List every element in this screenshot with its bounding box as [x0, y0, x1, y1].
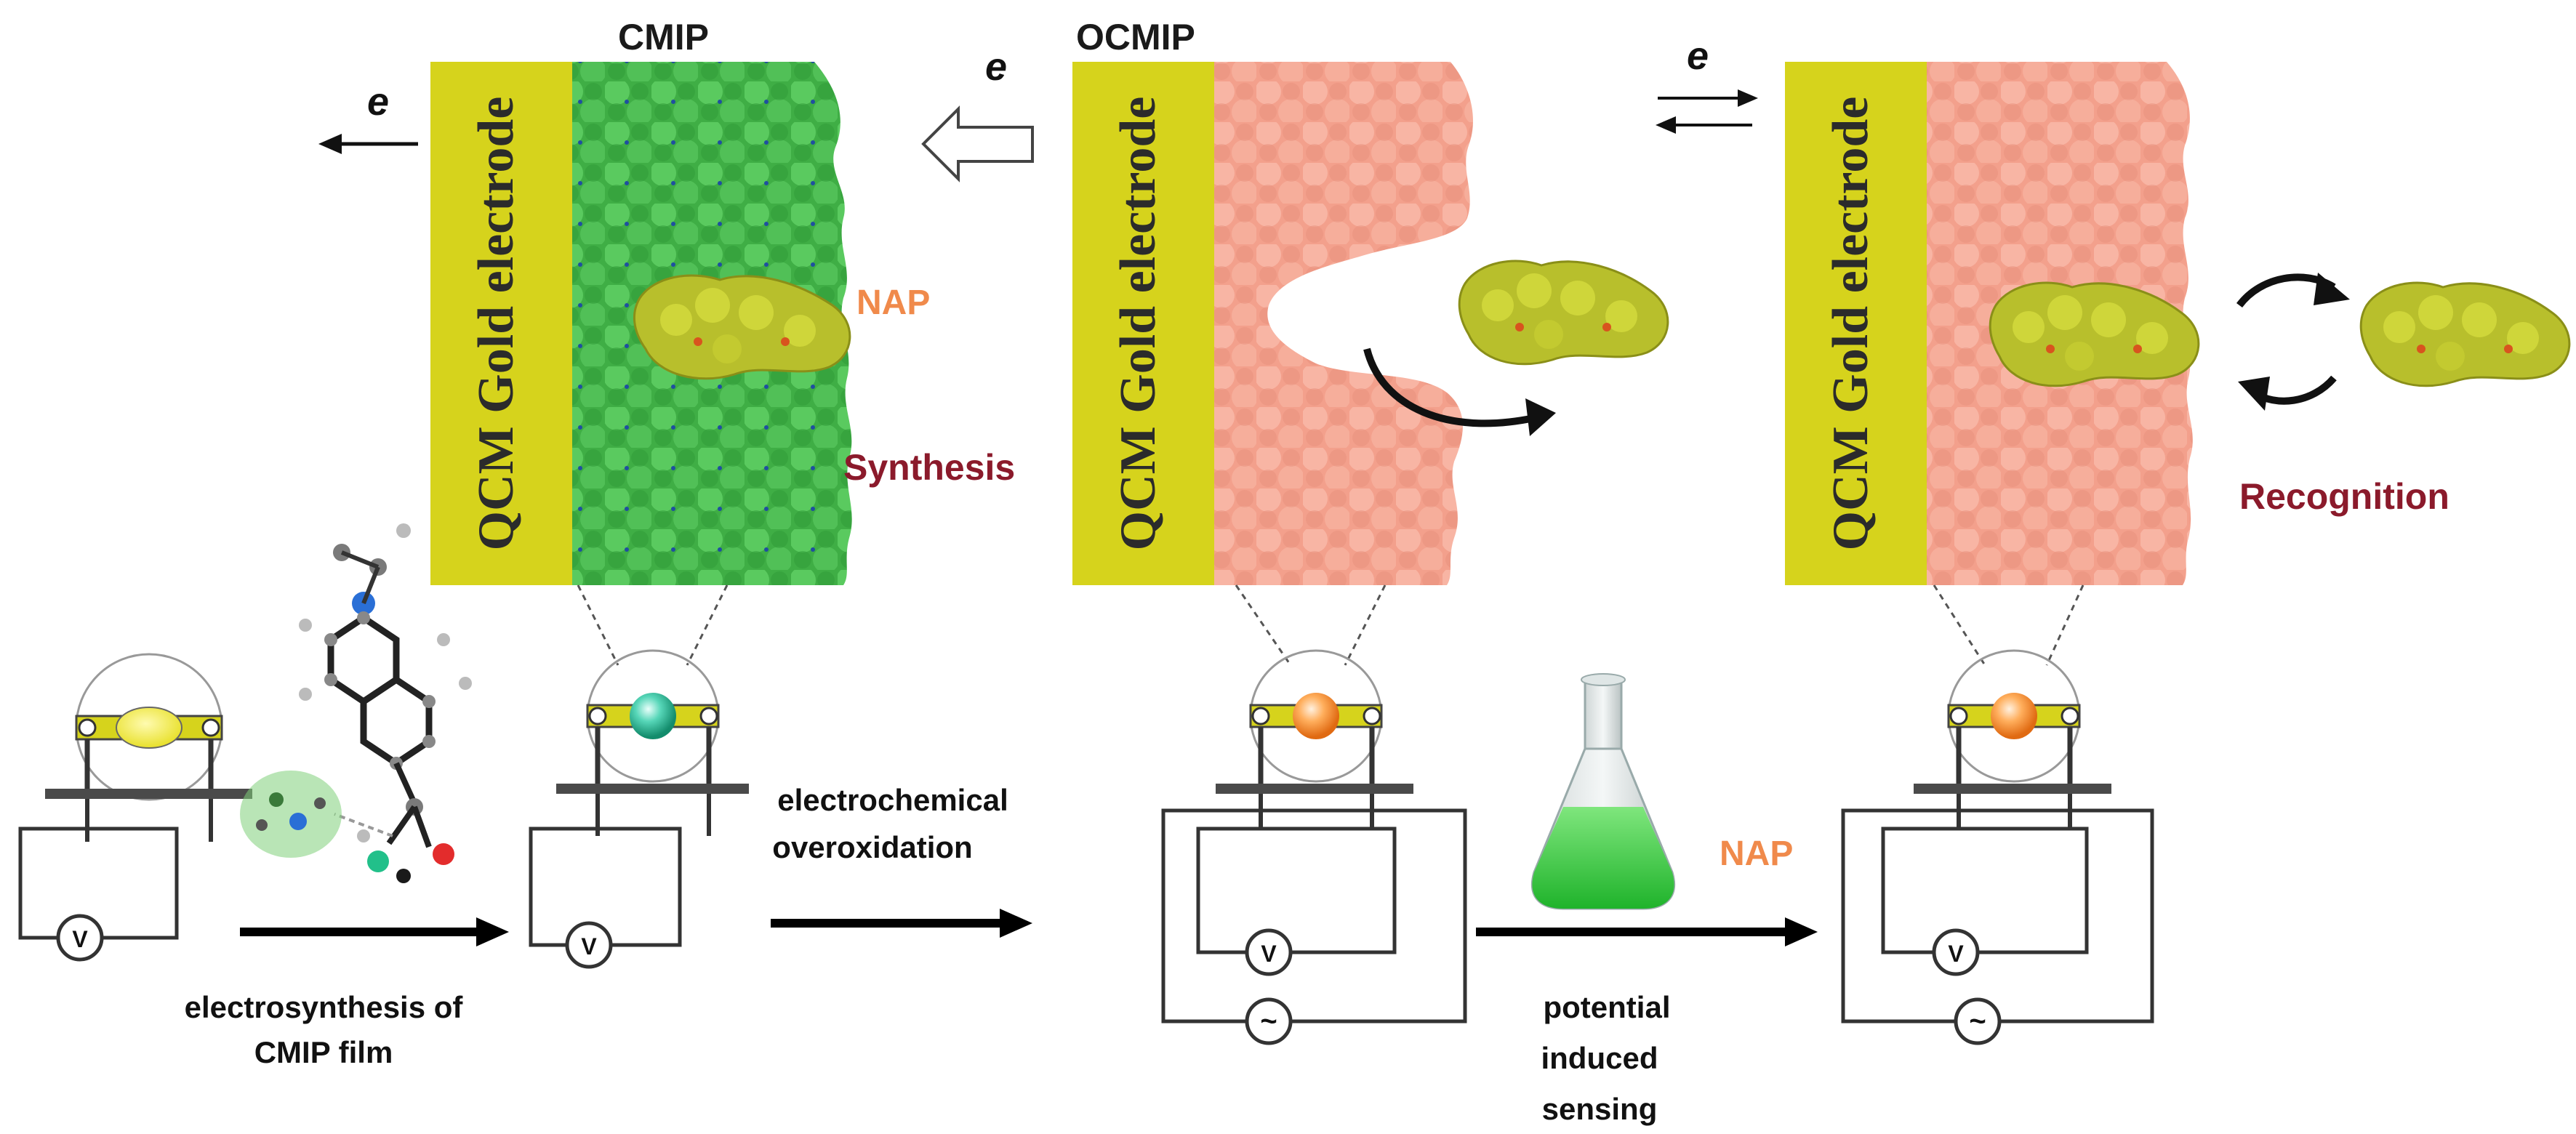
step-arrow-2: electrochemical overoxidation	[771, 783, 1032, 938]
step-arrow-1: electrosynthesis of CMIP film	[185, 917, 509, 1069]
recognition-electrode	[1785, 62, 1927, 585]
electron-label-2: e	[985, 45, 1007, 89]
apparatus-ocmip: V ~	[1161, 584, 1467, 1045]
hollow-arrow: e	[921, 45, 1034, 182]
nap-molecule-free	[2359, 281, 2571, 387]
sensing-label-2: induced	[1541, 1041, 1658, 1075]
ocmip-panel: QCM Gold electrode OCMIP	[1072, 17, 1669, 585]
nap-flask	[1530, 673, 1676, 910]
monomer-blob	[240, 771, 342, 858]
electron-label-3: e	[1687, 34, 1709, 78]
recognition-label: Recognition	[2239, 476, 2449, 517]
voltmeter-1	[56, 914, 104, 962]
ac-source-2-label: ~	[1969, 1005, 1986, 1037]
voltmeter-4	[1932, 928, 1980, 976]
voltmeter-3	[1245, 928, 1293, 976]
step-arrow-3: potential induced sensing	[1476, 917, 1818, 1126]
apparatus-recognition: V ~	[1841, 584, 2154, 1045]
voltmeter-2-label: V	[581, 933, 597, 960]
cmip-panel: QCM Gold electrode CMIP e NAP Synthesis	[318, 17, 1015, 585]
recognition-panel: QCM Gold electrode Recognition	[1785, 62, 2571, 585]
voltmeter-4-label: V	[1948, 941, 1964, 967]
ac-source-2	[1954, 997, 2002, 1045]
cmip-electrode	[430, 62, 572, 585]
nap-molecule-bound	[1989, 281, 2200, 387]
voltmeter-2	[565, 921, 613, 969]
nap-molecule-released	[1458, 260, 1669, 366]
cmip-title: CMIP	[618, 17, 709, 57]
ocmip-film	[1214, 62, 1473, 585]
ac-source-1	[1245, 997, 1293, 1045]
template-molecule	[240, 523, 472, 883]
cmip-electrode-label: QCM Gold electrode	[468, 97, 524, 551]
equilibrium-arrows: e	[1656, 34, 1758, 134]
electrosynthesis-label-1: electrosynthesis of	[185, 990, 464, 1024]
ocmip-electrode	[1072, 62, 1214, 585]
overoxidation-label-1: electrochemical	[777, 783, 1008, 817]
ac-source-1-label: ~	[1260, 1005, 1277, 1037]
overoxidation-label-2: overoxidation	[772, 830, 972, 864]
electron-label-1: e	[367, 80, 389, 124]
nap-label-2: NAP	[1720, 835, 1793, 873]
electron-arrow-left: e	[318, 80, 418, 154]
nap-molecule-in-cmip	[633, 274, 851, 380]
ocmip-cavity	[1291, 284, 1382, 341]
recognition-electrode-label: QCM Gold electrode	[1823, 97, 1879, 551]
sensing-label-1: potential	[1544, 990, 1671, 1024]
synthesis-label: Synthesis	[843, 447, 1015, 488]
electrosynthesis-label-2: CMIP film	[254, 1035, 393, 1069]
release-arrow	[1363, 347, 1536, 427]
sensing-label-3: sensing	[1542, 1092, 1658, 1126]
nap-label-1: NAP	[856, 284, 930, 322]
apparatus-cmip: V	[529, 584, 749, 969]
ocmip-title: OCMIP	[1076, 17, 1195, 57]
apparatus-bare: V	[18, 653, 252, 962]
voltmeter-1-label: V	[72, 926, 88, 952]
ocmip-electrode-label: QCM Gold electrode	[1110, 97, 1166, 551]
voltmeter-3-label: V	[1261, 941, 1277, 967]
